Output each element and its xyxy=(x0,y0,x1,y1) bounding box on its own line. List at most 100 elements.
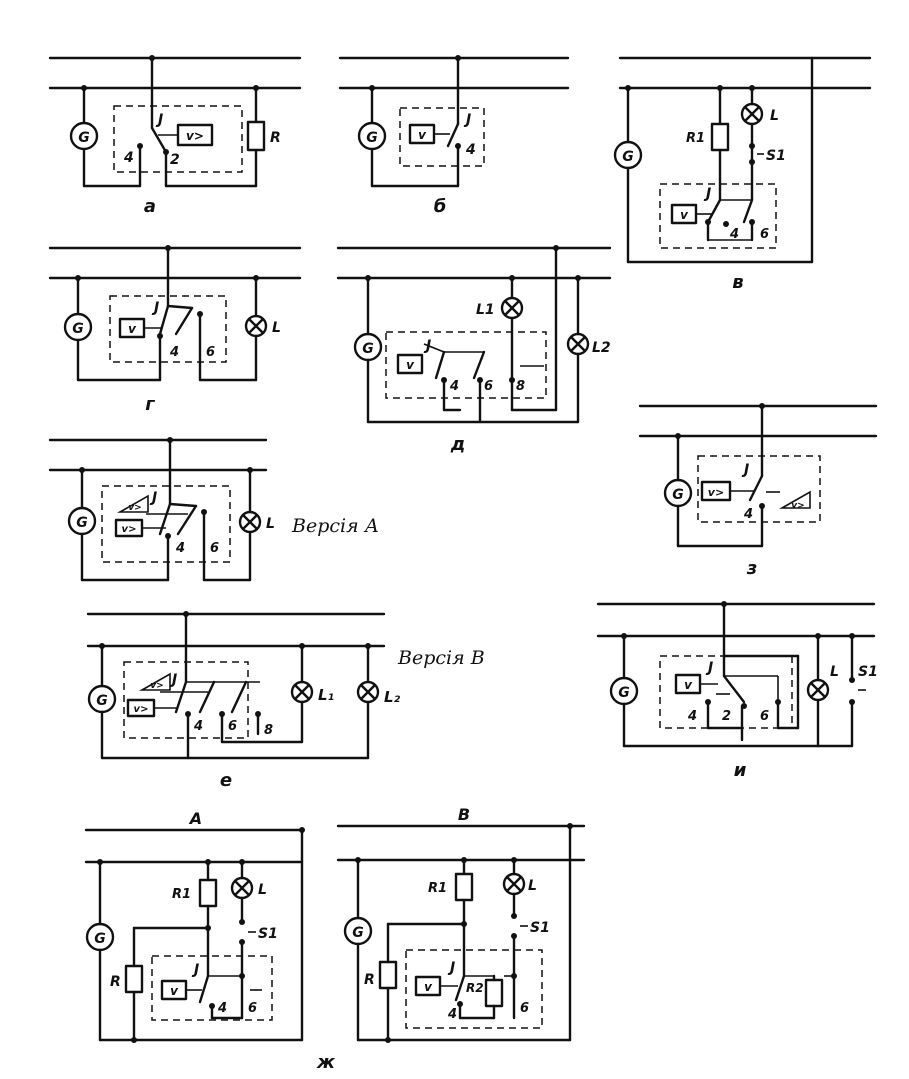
terminal-6: 6 xyxy=(520,1001,529,1016)
generator-label: G xyxy=(76,515,88,531)
generator-label: G xyxy=(672,487,684,503)
resistor-label: R xyxy=(270,130,281,146)
terminal-6: 6 xyxy=(206,345,215,360)
terminal-4: 4 xyxy=(465,142,476,158)
fig-zh-b: G v R1 R R2 L S1 J 4 6 B xyxy=(336,805,586,1043)
variant-b-label: B xyxy=(458,805,470,824)
terminal-8: 8 xyxy=(264,723,273,738)
generator-label: G xyxy=(72,321,84,337)
generator-label: G xyxy=(362,341,374,357)
terminal-4: 4 xyxy=(123,150,134,166)
terminal-6: 6 xyxy=(248,1001,257,1016)
generator-label: G xyxy=(78,130,90,146)
terminal-4: 4 xyxy=(447,1007,457,1022)
lamp-label: L xyxy=(272,320,281,336)
resistor-r1 xyxy=(198,878,218,908)
terminal-2: 2 xyxy=(170,152,180,168)
lamp-2-label: L₂ xyxy=(384,688,401,706)
terminal-j: J xyxy=(447,960,455,976)
terminal-4: 4 xyxy=(449,379,459,394)
lamp-label: L xyxy=(770,108,779,124)
terminal-4: 4 xyxy=(175,541,185,556)
lamp-2-label: L2 xyxy=(592,340,611,356)
version-a-caption: Версія А xyxy=(291,515,379,537)
terminal-j: J xyxy=(151,300,159,316)
fig-zh-a: G v R1 R L S1 J 4 6 A xyxy=(84,809,305,1043)
generator-label: G xyxy=(366,130,378,146)
lamp-label: L xyxy=(258,882,267,898)
terminal-6: 6 xyxy=(210,541,219,556)
version-b-caption: Версія В xyxy=(397,647,485,669)
terminal-j: J xyxy=(149,490,157,506)
terminal-j: J xyxy=(741,462,749,478)
figure-caption-a: а xyxy=(144,196,156,217)
figure-caption-zh: ж xyxy=(316,1052,336,1073)
switch-label: S1 xyxy=(766,148,786,164)
resistor-r xyxy=(246,120,266,152)
terminal-4: 4 xyxy=(729,227,739,242)
resistor-r-label: R xyxy=(364,972,375,988)
resistor-r1 xyxy=(710,122,730,152)
relay-label: v> xyxy=(134,704,149,715)
resistor-r xyxy=(378,960,398,990)
terminal-j: J xyxy=(169,672,177,688)
regulator-label: v> xyxy=(150,681,163,691)
figure-caption-v: в xyxy=(732,272,743,293)
figure-caption-z: з xyxy=(746,558,757,579)
terminal-j: J xyxy=(705,660,713,676)
terminal-j: J xyxy=(703,186,711,202)
generator-label: G xyxy=(622,149,634,165)
fig-b: G v J 4 б xyxy=(338,55,570,217)
lamp-label: L xyxy=(830,664,839,680)
terminal-6: 6 xyxy=(484,379,493,394)
figure-caption-i: и xyxy=(734,760,747,781)
fig-g: G v L J 4 6 г xyxy=(48,245,302,415)
regulator-label: v> xyxy=(128,503,141,513)
terminal-6: 6 xyxy=(760,709,769,724)
fig-v: G v R1 L S1 J 4 6 в xyxy=(613,56,872,293)
variant-a-label: A xyxy=(188,809,202,828)
relay-label: v> xyxy=(122,524,137,535)
terminal-4: 4 xyxy=(193,719,203,734)
terminal-4: 4 xyxy=(687,709,697,724)
resistor-r2-label: R2 xyxy=(466,981,484,995)
figure-caption-b: б xyxy=(434,196,447,217)
terminal-2: 2 xyxy=(722,709,731,724)
fig-e: G v> v> L₁ L₂ J 4 6 8 Версія В е xyxy=(86,611,485,791)
lamp-label: L xyxy=(528,878,537,894)
relay-label: v> xyxy=(708,486,724,499)
fig-z: G v> v> J 4 з xyxy=(638,403,878,579)
relay-label: v xyxy=(406,358,415,372)
terminal-6: 6 xyxy=(228,719,237,734)
fig-a: G v> R J 4 2 а xyxy=(48,55,302,217)
resistor-r2 xyxy=(484,978,504,1008)
terminal-4: 4 xyxy=(169,345,179,360)
switch-label: S1 xyxy=(258,926,278,942)
regulator-label: v> xyxy=(791,501,804,511)
relay-label: v xyxy=(680,208,689,222)
resistor-r-label: R xyxy=(110,974,121,990)
generator-label: G xyxy=(96,693,108,709)
resistor-r xyxy=(124,964,144,994)
figure-caption-e: е xyxy=(220,770,232,791)
resistor-r1-label: R1 xyxy=(428,881,447,896)
terminal-4: 4 xyxy=(217,1001,227,1016)
terminal-6: 6 xyxy=(760,227,769,242)
resistor-r1-label: R1 xyxy=(172,887,191,902)
generator-label: G xyxy=(94,931,106,947)
relay-label: v xyxy=(128,322,137,336)
relay-label: v xyxy=(424,980,433,994)
relay-label: v> xyxy=(186,129,204,143)
relay-label: v xyxy=(170,984,179,998)
lamp-1-label: L1 xyxy=(476,302,495,318)
switch-label: S1 xyxy=(530,920,550,936)
figure-caption-d: д xyxy=(450,434,466,455)
figure-caption-g: г xyxy=(145,394,155,415)
terminal-4: 4 xyxy=(743,507,753,522)
terminal-j: J xyxy=(155,112,163,128)
fig-d: G v L1 L2 J 4 6 8 д xyxy=(336,245,612,455)
terminal-j: J xyxy=(423,338,431,354)
fig-version-a: G v> v> L J 4 6 Версія А xyxy=(48,437,379,582)
terminal-j: J xyxy=(191,962,199,978)
